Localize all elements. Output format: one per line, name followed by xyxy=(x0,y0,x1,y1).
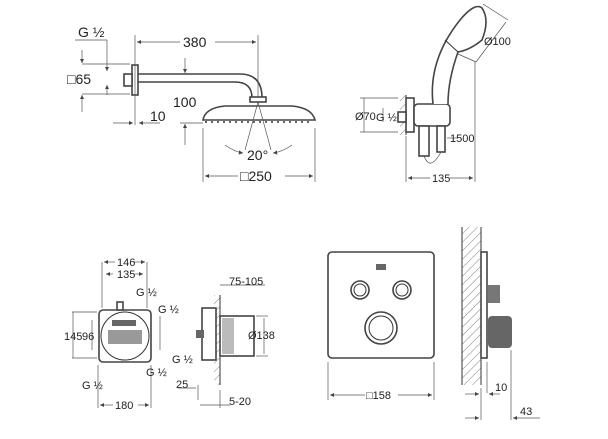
box-thread-bottom-right-label: G ½ xyxy=(146,367,167,379)
angle-label: 20° xyxy=(247,147,268,163)
flange-size-label: □65 xyxy=(67,71,91,87)
box-side-offset-label: 25 xyxy=(176,379,188,391)
hand-flange-dia-label: Ø70 xyxy=(355,111,376,123)
box-thread-top-label: G ½ xyxy=(136,287,157,299)
trim-plate-side: 10 43 xyxy=(461,227,540,421)
hand-head-dia-label: Ø100 xyxy=(484,36,511,48)
plate-size-label: □158 xyxy=(366,390,391,402)
offset-label: 10 xyxy=(150,108,166,124)
box-thread-bottom-left-label: G ½ xyxy=(82,380,103,392)
rough-in-box-side: 75-105 Ø138 G ½ 25 5-20 xyxy=(172,276,275,408)
hose-length-label: 1500 xyxy=(450,133,474,145)
box-height-inner-label: 96 xyxy=(82,331,94,343)
plate-depth-label: 10 xyxy=(495,382,507,394)
box-width-outer-label: 146 xyxy=(117,257,135,269)
tile-range-label: 5-20 xyxy=(229,396,251,408)
trim-plate-front: □158 xyxy=(327,251,435,402)
hand-thread-label: G ½ xyxy=(376,112,397,124)
rough-in-box-front: 146 135 G ½ G ½ 145 96 G ½ G ½ 180 xyxy=(64,257,179,412)
box-depth-range-label: 75-105 xyxy=(229,276,263,288)
head-shower-drawing: G ½ □65 380 100 10 20° □250 xyxy=(67,24,317,184)
box-dia-label: Ø138 xyxy=(248,330,275,342)
box-height-outer-label: 145 xyxy=(64,331,82,343)
drop-label: 100 xyxy=(173,94,197,110)
head-thread-label: G ½ xyxy=(78,24,105,40)
arm-length-label: 380 xyxy=(183,34,207,50)
box-thread-right-label: G ½ xyxy=(158,304,179,316)
projection-label: 135 xyxy=(432,173,450,185)
hand-shower-drawing: Ø100 Ø70 G ½ 1500 135 xyxy=(355,3,511,185)
box-width-bottom-label: 180 xyxy=(115,400,133,412)
head-size-label: □250 xyxy=(240,168,272,184)
box-thread-side-label: G ½ xyxy=(172,354,193,366)
total-depth-label: 43 xyxy=(520,406,532,418)
box-width-inner-label: 135 xyxy=(117,269,135,281)
brand-logo xyxy=(376,264,386,270)
